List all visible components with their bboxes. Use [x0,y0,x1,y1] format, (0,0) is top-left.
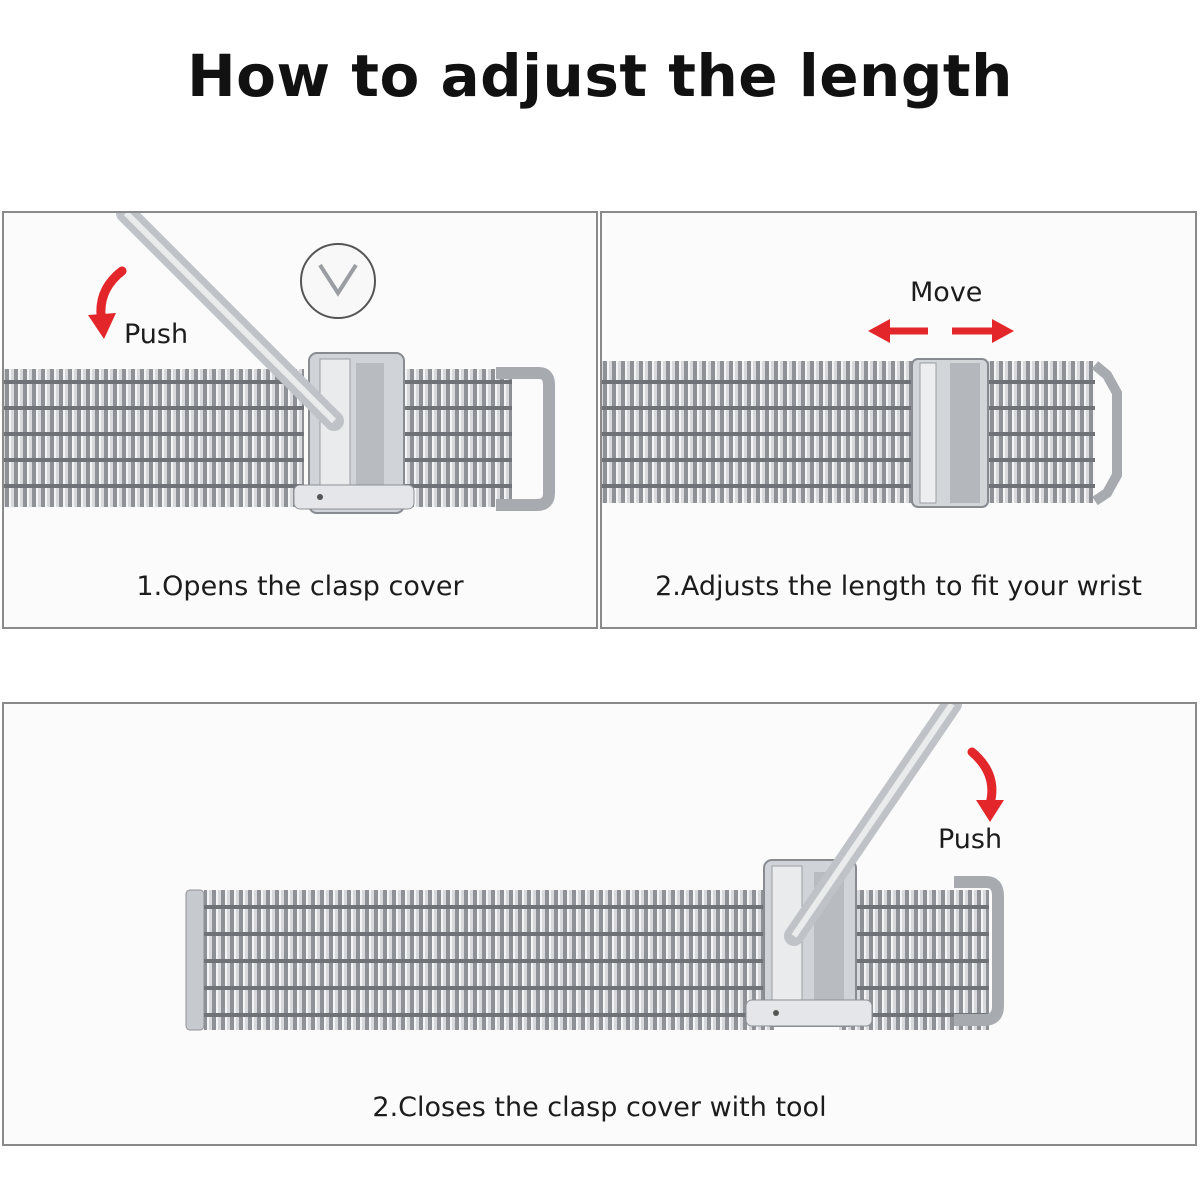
step-3-caption: 2.Closes the clasp cover with tool [372,1092,827,1123]
band-end-loop [496,367,555,511]
step-3-illustration [185,704,1004,1031]
band-end [1091,361,1122,506]
mesh-band-right [987,361,1095,503]
step-1-panel: Push 1.Opens the clasp cover [2,211,598,629]
tool-tip-magnifier [300,243,376,319]
band-end-bar [185,889,205,1031]
mesh-band-right [384,369,512,507]
step-1-illustration [4,213,555,514]
clasp-cover [745,999,873,1027]
push-label: Push [938,824,1003,855]
step-2-illustration [602,319,1122,508]
page-title: How to adjust the length [187,42,1013,110]
move-label: Move [910,277,983,308]
mesh-band-left [4,369,304,507]
step-1-caption: 1.Opens the clasp cover [136,571,464,602]
step-3-panel: Push 2.Closes the clasp cover with tool [2,702,1197,1146]
push-label: Push [124,319,189,350]
mesh-band-left [602,361,912,503]
mesh-band-left [204,890,774,1030]
clasp-cover [293,484,415,510]
band-end-loop [954,876,1004,1026]
step-2-panel: Move 2.Adjusts the length to fit your wr… [600,211,1197,629]
push-arrow [967,747,997,809]
step-2-caption: 2.Adjusts the length to fit your wrist [655,571,1142,602]
